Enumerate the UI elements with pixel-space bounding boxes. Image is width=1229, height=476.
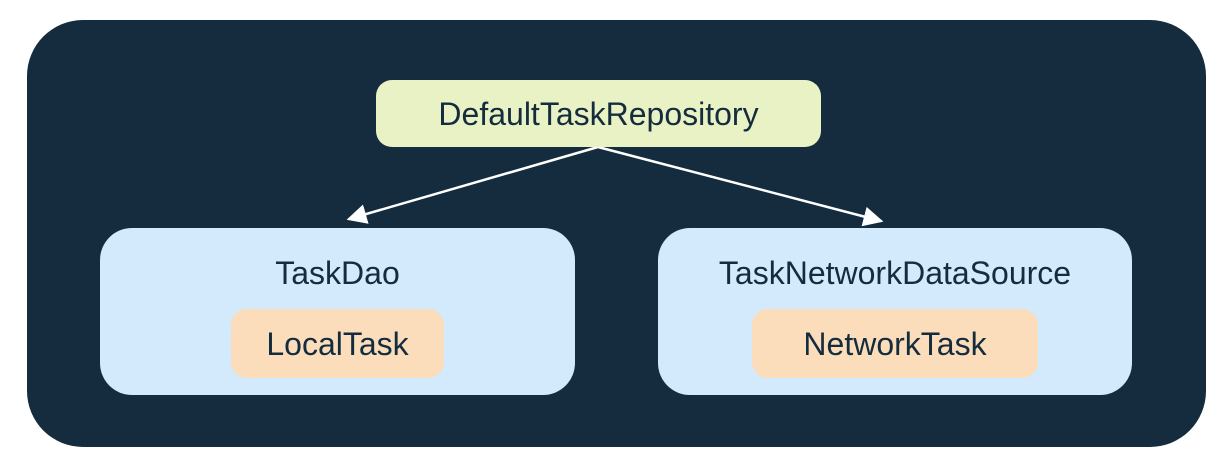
node-task-dao: TaskDao LocalTask	[100, 228, 575, 395]
local-task-label: LocalTask	[266, 325, 409, 362]
repository-label: DefaultTaskRepository	[438, 95, 759, 132]
chip-network-task: NetworkTask	[752, 309, 1038, 378]
network-task-label: NetworkTask	[803, 325, 987, 362]
network-source-label: TaskNetworkDataSource	[718, 255, 1072, 291]
chip-local-task: LocalTask	[231, 309, 444, 378]
local-source-label: TaskDao	[275, 255, 400, 291]
node-task-network-data-source: TaskNetworkDataSource NetworkTask	[658, 228, 1132, 395]
node-default-task-repository: DefaultTaskRepository	[376, 80, 821, 147]
